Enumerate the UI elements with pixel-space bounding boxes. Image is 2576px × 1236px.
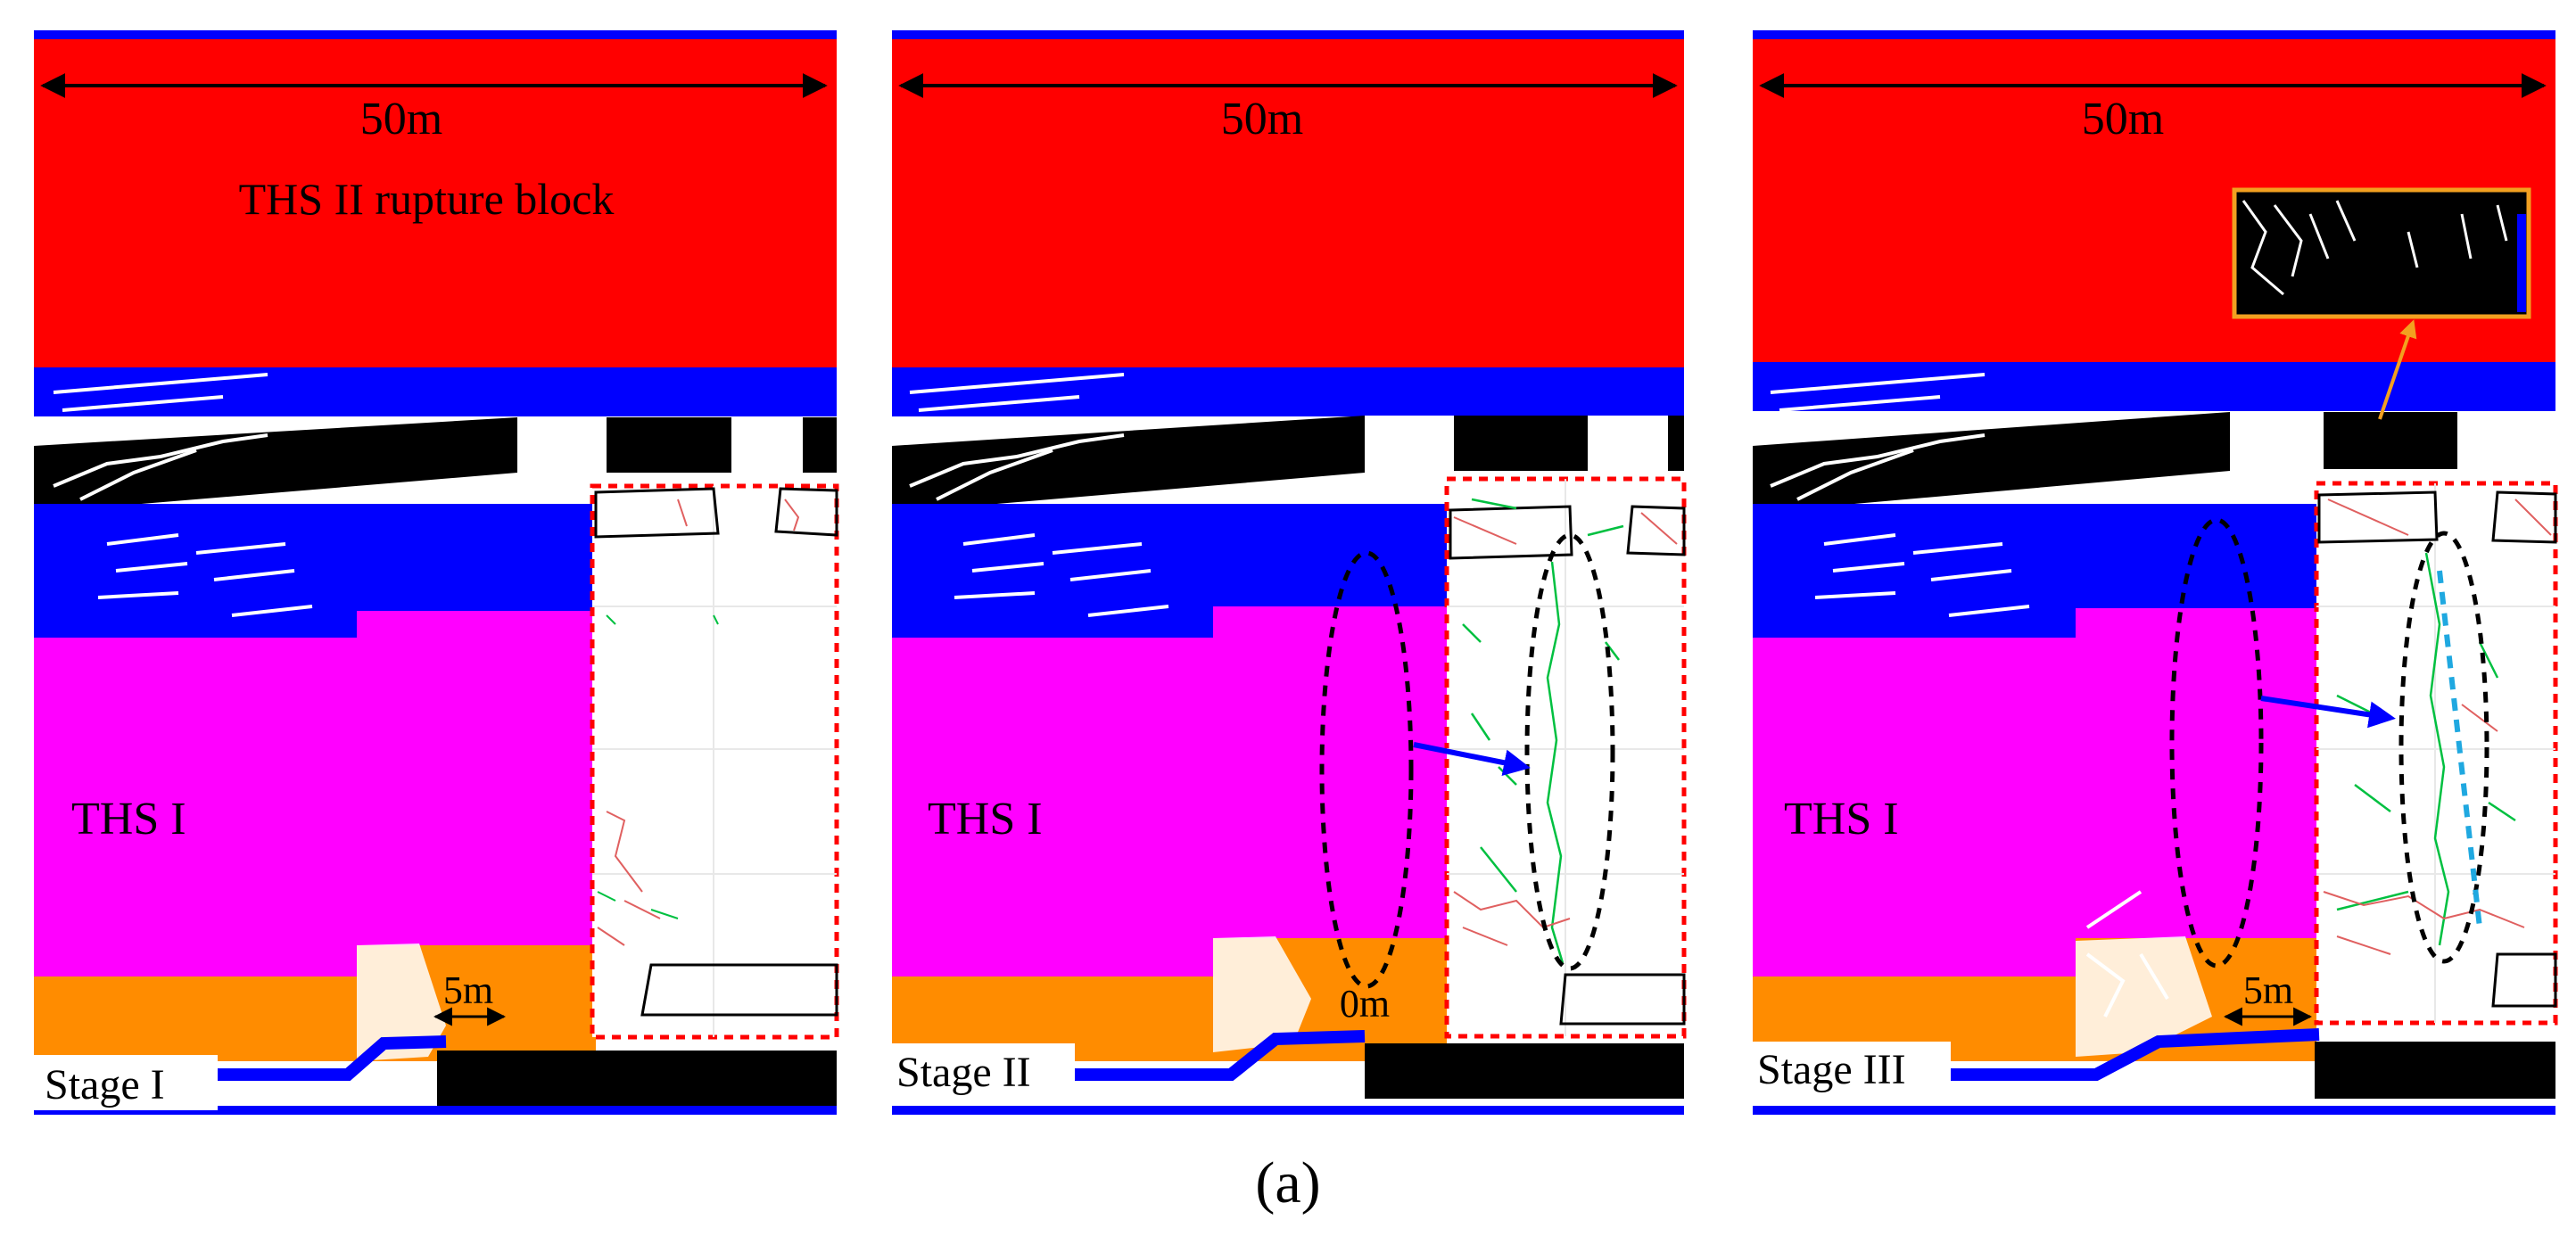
width-label: 50m [360, 94, 442, 144]
strata-label: THS I [71, 794, 186, 845]
width-label: 50m [2082, 94, 2164, 144]
stage-label: Stage III [1757, 1046, 1906, 1093]
offset-label: 5m [443, 968, 493, 1012]
offset-label: 0m [1340, 982, 1390, 1026]
panel-stage-2: 50m THS I 0m Stage II [892, 30, 1687, 1115]
strata-label: THS I [928, 794, 1043, 845]
blue-layer-upper [892, 367, 1684, 416]
black-coal-band [34, 417, 517, 513]
black-coal-band [1753, 412, 2230, 513]
strata-label: THS I [1784, 794, 1899, 845]
zoom-arrow [1413, 742, 1531, 777]
fracture-line-dashed [2437, 570, 2482, 928]
crack-zone-ellipse [1319, 550, 1414, 989]
crack-zone-ellipse-inset [2398, 531, 2489, 964]
crack-zone-ellipse [2169, 517, 2264, 968]
stage-label: Stage I [45, 1061, 165, 1108]
panel-stage-3: 50m THS I 5m Stage III [1753, 30, 2558, 1115]
panel-stage-1: 50m THS II rupture block THS I 5m Stage … [34, 30, 839, 1115]
zoom-inset [2232, 187, 2531, 319]
orange-layer [34, 976, 357, 1061]
red-block [892, 39, 1684, 369]
figure-caption: (a) [1255, 1150, 1320, 1215]
inset-box [2314, 481, 2558, 1026]
black-coal-band [892, 416, 1365, 513]
zoom-arrow [2260, 696, 2396, 729]
width-label: 50m [1221, 94, 1303, 144]
inset-box [590, 483, 839, 1040]
magenta-strata [34, 638, 357, 976]
blue-layer-upper [34, 367, 837, 416]
inset-pointer-arrow [2378, 319, 2417, 420]
magenta-strata [1753, 638, 2076, 976]
offset-label: 5m [2243, 968, 2293, 1012]
block-label: THS II rupture block [239, 174, 615, 224]
magenta-strata [892, 638, 1213, 976]
stage-label: Stage II [896, 1049, 1031, 1096]
